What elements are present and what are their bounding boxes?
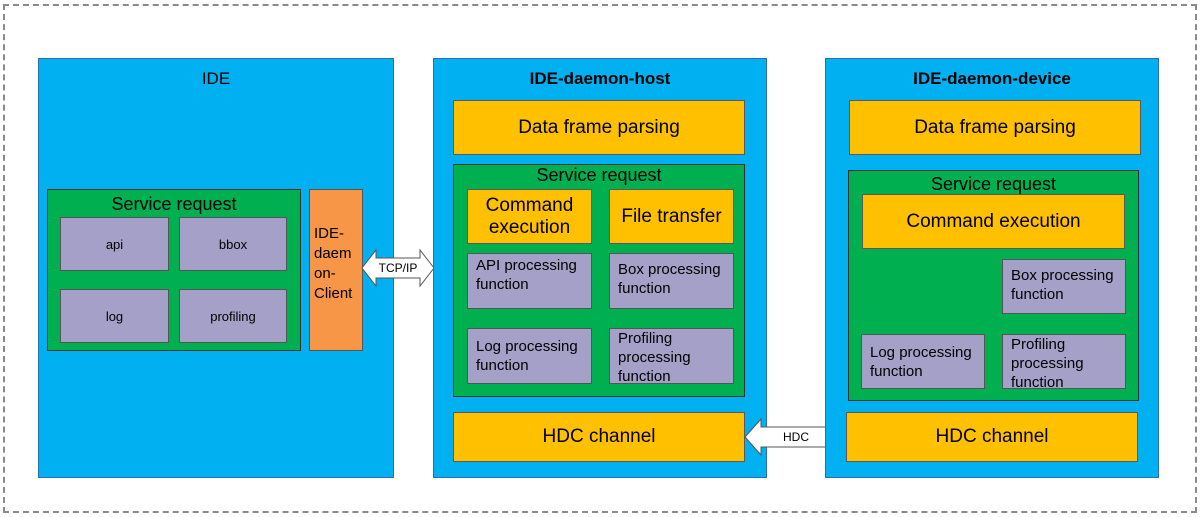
ide-service-title: Service request <box>111 194 237 214</box>
host-log-processing-function: Log processing function <box>467 328 592 384</box>
host-hdc-channel: HDC channel <box>453 412 745 462</box>
ide-title: IDE <box>201 69 231 88</box>
host-file-transfer: File transfer <box>609 189 734 244</box>
ide-daemon-client: IDE-daem on-Client <box>309 189 363 351</box>
diagram-border <box>3 4 1197 513</box>
device-box-processing-function: Box processing function <box>1002 259 1126 314</box>
host-title: IDE-daemon-host <box>529 69 671 88</box>
tcp-ip-label: TCP/IP <box>378 261 418 275</box>
host-profiling-processing-function: Profiling processing function <box>609 328 734 385</box>
device-title: IDE-daemon-device <box>913 69 1071 88</box>
device-log-processing-function: Log processing function <box>861 334 985 389</box>
ide-item-profiling: profiling <box>179 289 287 343</box>
device-hdc-channel: HDC channel <box>846 412 1138 462</box>
host-api-processing-function: API processing function <box>467 253 592 309</box>
host-box-processing-function: Box processing function <box>609 253 734 309</box>
device-command-execution: Command execution <box>862 194 1125 249</box>
device-profiling-processing-function: Profiling processing function <box>1002 334 1126 391</box>
ide-item-log: log <box>60 289 169 343</box>
host-command-execution: Command execution <box>467 189 592 244</box>
hdc-label: HDC <box>783 430 809 444</box>
host-service-title: Service request <box>536 165 662 185</box>
device-data-frame-parsing: Data frame parsing <box>849 100 1141 155</box>
ide-item-api: api <box>60 217 169 271</box>
ide-item-bbox: bbox <box>179 217 287 271</box>
host-data-frame-parsing: Data frame parsing <box>453 100 745 155</box>
device-service-title: Service request <box>930 174 1057 194</box>
